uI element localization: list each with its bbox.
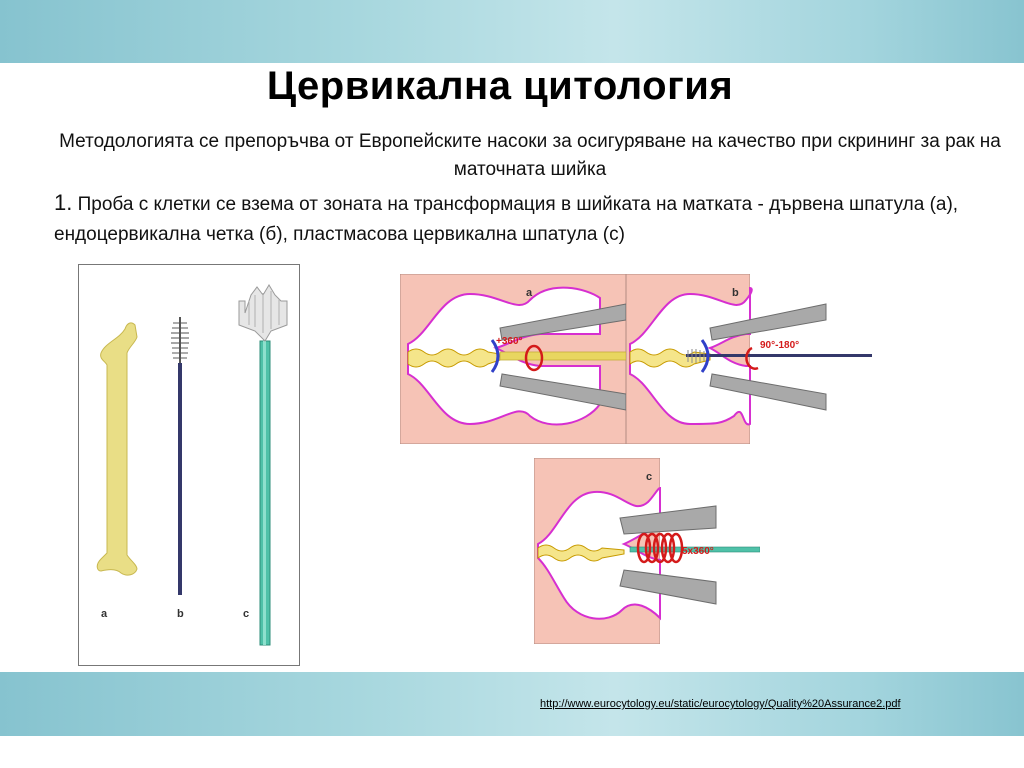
- point-number: 1.: [54, 190, 73, 215]
- plastic-spatula: [238, 284, 288, 646]
- figure-c-letter: c: [646, 471, 652, 483]
- figure-a: +360° a: [399, 273, 627, 445]
- wooden-spatula: [96, 322, 138, 576]
- figure-c: 5x360° c: [533, 457, 761, 645]
- subtitle: Методологията се препоръчва от Европейск…: [59, 131, 1001, 180]
- point-text: Проба с клетки се взема от зоната на тра…: [54, 194, 959, 245]
- point-1: 1. Проба с клетки се взема от зоната на …: [54, 188, 1014, 250]
- tools-svg: a b c: [96, 284, 288, 646]
- figure-a-svg: +360° a: [399, 273, 627, 445]
- page-title: Цервикална цитология: [266, 64, 734, 108]
- tool-label-a: a: [101, 608, 108, 620]
- figure-a-rotation: +360°: [496, 336, 523, 347]
- source-link[interactable]: http://www.eurocytology.eu/static/eurocy…: [540, 698, 901, 710]
- tool-label-b: b: [177, 608, 184, 620]
- figure-a-letter: a: [526, 287, 533, 299]
- tool-label-c: c: [243, 608, 249, 620]
- figure-b-rotation: 90°-180°: [760, 340, 799, 351]
- figure-b: 90°-180° b: [625, 273, 872, 445]
- header-band: [0, 0, 1024, 63]
- endocervical-brush: [171, 317, 189, 595]
- footer-band: [0, 672, 1024, 736]
- figure-c-rotation: 5x360°: [682, 546, 714, 557]
- figure-c-svg: 5x360° c: [533, 457, 761, 645]
- figure-b-letter: b: [732, 287, 739, 299]
- tools-illustration: a b c: [78, 264, 300, 666]
- figure-b-svg: 90°-180° b: [625, 273, 872, 445]
